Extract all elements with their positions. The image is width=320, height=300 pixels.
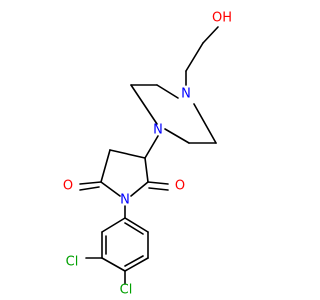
- bond-ch-ch2: [109, 149, 146, 159]
- nitrogen-piperazine-bottom-label: N: [153, 123, 163, 138]
- bond-ar-1: [101, 217, 126, 233]
- bond-carbonyl-left-a: [79, 181, 102, 185]
- bond-carbonyl-right-b: [148, 187, 169, 191]
- bond-n-ch: [144, 135, 159, 159]
- oxygen-carbonyl-left-label: O: [63, 179, 73, 194]
- nitrogen-piperazine-top-label: N: [181, 87, 191, 102]
- bond-ar-inner-2: [124, 255, 144, 267]
- oxygen-hydroxyl-label: OH: [212, 11, 232, 26]
- chlorine-para-label: Cl: [120, 283, 133, 298]
- chlorine-meta-label: Cl: [66, 255, 79, 270]
- bond-pip-3: [130, 84, 158, 125]
- bond-ar-inner-3: [124, 222, 144, 235]
- bond-carbonyl-left-b: [79, 186, 100, 191]
- bond-pip-1: [156, 84, 179, 99]
- bond-n-co-right: [130, 181, 149, 197]
- bond-pip-4: [164, 128, 190, 144]
- bond-ar-4: [124, 257, 149, 272]
- bond-ho-ch2: [202, 26, 219, 44]
- molecule-structure: OH N N N O O Cl Cl: [63, 11, 232, 298]
- bond-ch2-co-left: [100, 149, 111, 183]
- oxygen-carbonyl-right-label: O: [175, 179, 185, 194]
- bond-co-right-ch: [144, 157, 149, 183]
- nitrogen-imide-label: N: [120, 193, 130, 208]
- bond-carbonyl-right-a: [147, 181, 169, 185]
- bond-ch2-ch2: [185, 42, 204, 72]
- bond-co-left-n: [100, 181, 121, 197]
- bond-ar-3: [101, 257, 126, 272]
- bond-pip-6: [193, 103, 217, 144]
- bond-ar-6: [124, 217, 149, 233]
